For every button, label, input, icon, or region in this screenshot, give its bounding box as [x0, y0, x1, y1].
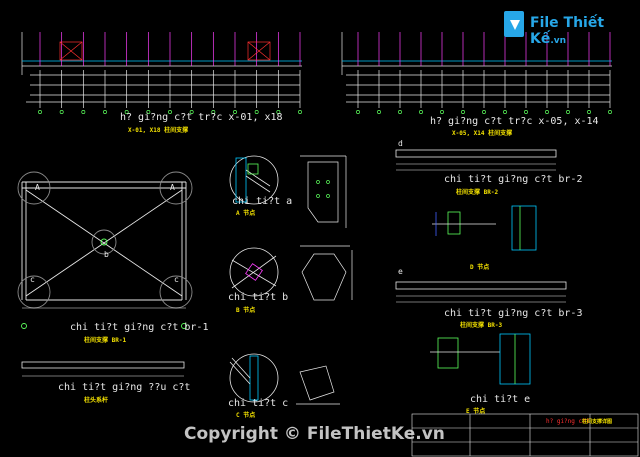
logo-mark-icon: [504, 11, 524, 37]
grid-bubble: [545, 110, 549, 114]
elevation-left-subtitle: X-01, X18 柱间支撑: [128, 127, 189, 134]
elevation-left: [21, 32, 302, 114]
plate-details: [296, 155, 353, 405]
detail-a-title: chi ti?t a: [232, 196, 293, 207]
brace-subtitle: 柱间支撑 BR-1: [84, 337, 127, 344]
title-block-subtitle: 柱间支撑详图: [582, 419, 613, 425]
grid-bubble: [398, 110, 402, 114]
node-a-label: A: [35, 183, 40, 192]
br3-detail: [395, 281, 567, 385]
br3-mark: e: [398, 267, 403, 276]
node-c-label-right: c: [174, 275, 179, 284]
grid-bubble: [189, 110, 194, 114]
grid-bubble: [38, 110, 42, 114]
grid-bubble: [298, 110, 302, 114]
grid-bubble: [276, 110, 281, 114]
grid-bubble: [587, 110, 591, 114]
elevation-right: [341, 32, 612, 114]
detail-c-title: chi ti?t c: [228, 398, 289, 409]
grid-bubble: [81, 110, 86, 114]
br2-mark: d: [398, 139, 403, 148]
detail-e-subtitle: E 节点: [466, 408, 486, 415]
detail-e-title: chi ti?t e: [470, 394, 531, 405]
top-beam-title: chi ti?t gi?ng ??u c?t: [58, 382, 191, 393]
detail-b-subtitle: B 节点: [236, 307, 256, 314]
title-block: [411, 413, 639, 457]
logo-text: File Thiết Kế.vn: [530, 15, 640, 47]
grid-bubble: [146, 110, 151, 114]
br3-subtitle: 柱间支撑 BR-3: [460, 322, 503, 329]
grid-bubble: [461, 110, 465, 114]
elevation-left-title: h? gi?ng c?t tr?c x-01, x18: [120, 112, 283, 123]
grid-bubble: [377, 110, 381, 114]
copyright-watermark: Copyright © FileThietKe.vn: [184, 424, 445, 444]
detail-a-subtitle: A 节点: [236, 210, 256, 217]
br2-title: chi ti?t gi?ng c?t br-2: [444, 174, 583, 185]
detail-c-subtitle: C 节点: [236, 412, 256, 419]
grid-bubble: [254, 110, 259, 114]
br2-detail: [395, 149, 557, 251]
grid-bubble: [524, 110, 528, 114]
top-beam-detail: [21, 361, 185, 377]
br3-title: chi ti?t gi?ng c?t br-3: [444, 308, 583, 319]
grid-bubble: [211, 110, 216, 114]
grid-bubble: [356, 110, 360, 114]
grid-bubble: [566, 110, 570, 114]
brace-frame: [17, 171, 193, 329]
brace-title: chi ti?t gi?ng c?t br-1: [70, 322, 209, 333]
grid-bubble: [482, 110, 486, 114]
grid-bubble: [124, 110, 129, 114]
grid-bubble: [608, 110, 612, 114]
grid-bubble: [503, 110, 507, 114]
grid-bubble: [440, 110, 444, 114]
elevation-right-subtitle: X-05, X14 柱间支撑: [452, 130, 513, 137]
logo-domain: .vn: [550, 36, 567, 46]
top-beam-subtitle: 柱头系杆: [84, 397, 109, 404]
grid-bubble: [103, 110, 107, 114]
elevation-right-title: h? gi?ng c?t tr?c x-05, x-14: [430, 116, 599, 127]
node-c-label: c: [30, 275, 35, 284]
node-b-label: b: [104, 250, 109, 259]
grid-bubble: [233, 110, 237, 114]
br2-subtitle: 柱间支撑 BR-2: [456, 189, 499, 196]
grid-bubble: [168, 110, 172, 114]
detail-b-title: chi ti?t b: [228, 292, 289, 303]
detail-d-subtitle: D 节点: [470, 264, 490, 271]
title-block-title: h? gi?ng c?t: [546, 418, 590, 425]
grid-bubble: [59, 110, 64, 114]
grid-bubble: [419, 110, 423, 114]
logo-brand: File Thiết Kế: [530, 15, 605, 47]
detail-circles: [229, 155, 279, 403]
node-a-label-right: A: [170, 183, 175, 192]
logo: [500, 8, 640, 44]
